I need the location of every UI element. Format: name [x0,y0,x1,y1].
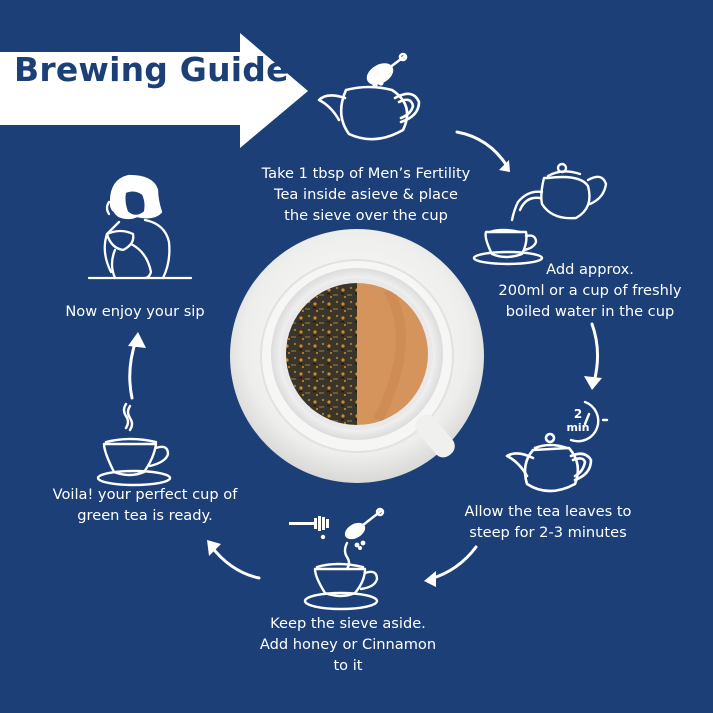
step-5-text: Voila! your perfect cup of green tea is … [35,484,255,526]
curved-arrow-icon [584,322,602,390]
curved-arrow-icon [455,130,510,172]
step-2-line-1: Add approx. [546,261,634,278]
step-4-line-1: Keep the sieve aside. [270,615,426,632]
curved-arrow-icon [424,545,478,587]
title-banner: Brewing Guide [0,33,310,149]
timer-unit: min [566,421,589,434]
step-2-text: Add approx. 200ml or a cup of freshly bo… [485,259,695,322]
woman-drinking-tea-icon [87,174,193,280]
teapot-timer-icon: 2 min [505,400,609,493]
step-4-line-3: to it [333,657,363,674]
cup-honey-spoon-icon [289,507,385,611]
step-6-text: Now enjoy your sip [50,301,220,322]
step-4-text: Keep the sieve aside. Add honey or Cinna… [253,613,443,676]
step-5-line-2: green tea is ready. [77,507,213,524]
right-arrow-banner-icon [0,33,308,148]
teapot-pouring-into-cup-icon [472,162,608,266]
step-1-text: Take 1 tbsp of Men’s Fertility Tea insid… [238,163,494,226]
curved-arrow-icon [207,540,261,580]
step-4-line-2: Add honey or Cinnamon [259,636,437,653]
step-5-line-1: Voila! your perfect cup of [52,486,238,503]
step-3-line-1: Allow the tea leaves to [464,503,632,520]
step-3-text: Allow the tea leaves to steep for 2-3 mi… [443,501,653,543]
step-2-line-3: boiled water in the cup [505,303,675,320]
step-6-line-1: Now enjoy your sip [65,303,205,320]
timer-value: 2 [574,407,582,421]
page-title: Brewing Guide [14,50,289,89]
teapot-with-spoon-icon [317,52,421,141]
step-3-line-2: steep for 2-3 minutes [469,524,627,541]
tea-cup-top-view [230,229,484,483]
steaming-cup-icon [96,402,172,487]
step-1-line-3: the sieve over the cup [284,207,448,224]
step-2-line-2: 200ml or a cup of freshly [498,282,682,299]
step-1-line-1: Take 1 tbsp of Men’s Fertility [261,165,471,182]
curved-arrow-icon [128,332,146,400]
step-1-line-2: Tea inside asieve & place [274,186,458,203]
